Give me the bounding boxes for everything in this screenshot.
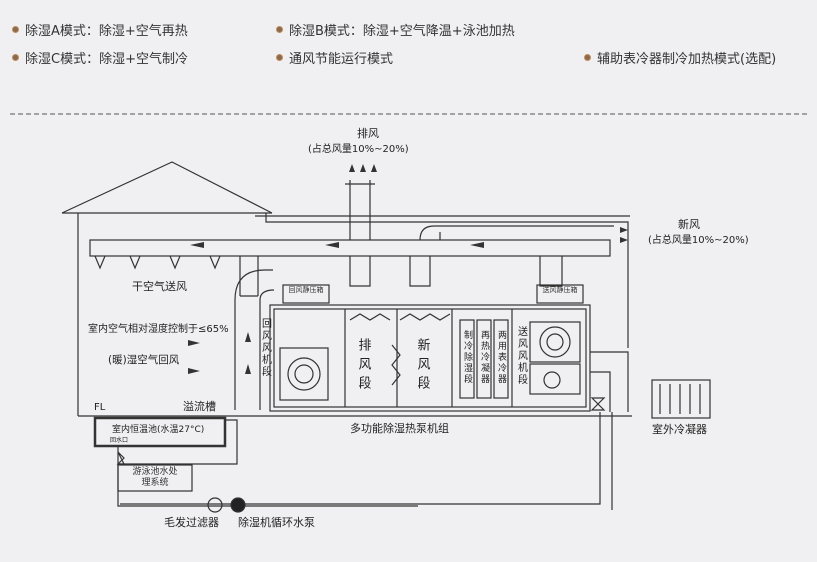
section-cooling: 制冷除湿段 (462, 329, 473, 385)
legend-label: 除湿C模式：除湿+空气制冷 (25, 52, 188, 67)
treatment-box (117, 464, 193, 492)
return-box-label: 回风静压箱 (288, 286, 324, 294)
pool (93, 416, 227, 448)
return-static-box (282, 284, 330, 304)
filter-label: 毛发过滤器 (164, 515, 219, 529)
fresh-label: 新风 (678, 217, 700, 231)
pump-label: 除湿机循环水泵 (238, 515, 315, 529)
humid-return-label: (暖)湿空气回风 (108, 353, 180, 366)
bullet-icon (12, 54, 19, 61)
fl-label: FL (94, 402, 106, 413)
section-supply-fan: 送风风机段 (516, 325, 528, 386)
unit-label: 多功能除湿热泵机组 (350, 421, 449, 435)
supply-duct (89, 239, 611, 257)
section-fresh: 新风段 (415, 337, 431, 395)
legend-auxiliary: 辅助表冷器制冷加热模式(选配) (584, 48, 776, 67)
supply-box-label: 送风静压箱 (542, 286, 578, 294)
legend-label: 辅助表冷器制冷加热模式(选配) (597, 52, 777, 67)
return-outlet-label: 回水口 (110, 436, 128, 444)
exhaust-label: 排风 (357, 126, 379, 140)
section-reheat: 再热冷凝器 (479, 330, 490, 385)
legend-mode-b: 除湿B模式：除湿+空气降温+泳池加热 (276, 20, 515, 39)
supply-static-box (536, 284, 584, 304)
treatment-label: 游泳池水处理系统 (132, 467, 178, 488)
section-exhaust: 排风段 (356, 338, 372, 395)
section-return-fan: 回风风机段 (260, 318, 272, 378)
bullet-icon (276, 54, 283, 61)
legend-ventilation: 通风节能运行模式 (276, 48, 393, 67)
legend-label: 除湿A模式：除湿+空气再热 (25, 24, 188, 39)
supply-fan (529, 321, 581, 363)
bullet-icon (276, 26, 283, 33)
legend-label: 除湿B模式：除湿+空气降温+泳池加热 (289, 24, 515, 39)
return-fan (279, 347, 329, 401)
legend-mode-c: 除湿C模式：除湿+空气制冷 (12, 48, 188, 67)
legend-label: 通风节能运行模式 (289, 52, 394, 67)
outdoor-condenser (651, 379, 711, 419)
legend-mode-a: 除湿A模式：除湿+空气再热 (12, 20, 188, 39)
unit-casing (269, 304, 591, 412)
pump-icon (230, 497, 246, 513)
section-dual-coil: 两用表冷器 (496, 330, 507, 385)
filter-icon (207, 497, 223, 513)
roof (61, 161, 273, 214)
bullet-icon (12, 26, 19, 33)
fresh-ratio: (占总风量10%~20%) (648, 233, 749, 246)
bullet-icon (584, 54, 591, 61)
pool-label: 室内恒温池(水温27°C) (112, 423, 204, 435)
dry-supply-label: 干空气送风 (132, 279, 187, 293)
humidity-control-label: 室内空气相对湿度控制于≤65% (88, 322, 229, 335)
condenser-label: 室外冷凝器 (652, 422, 707, 436)
exhaust-ratio: (占总风量10%~20%) (308, 142, 409, 155)
overflow-label: 溢流槽 (183, 399, 216, 413)
